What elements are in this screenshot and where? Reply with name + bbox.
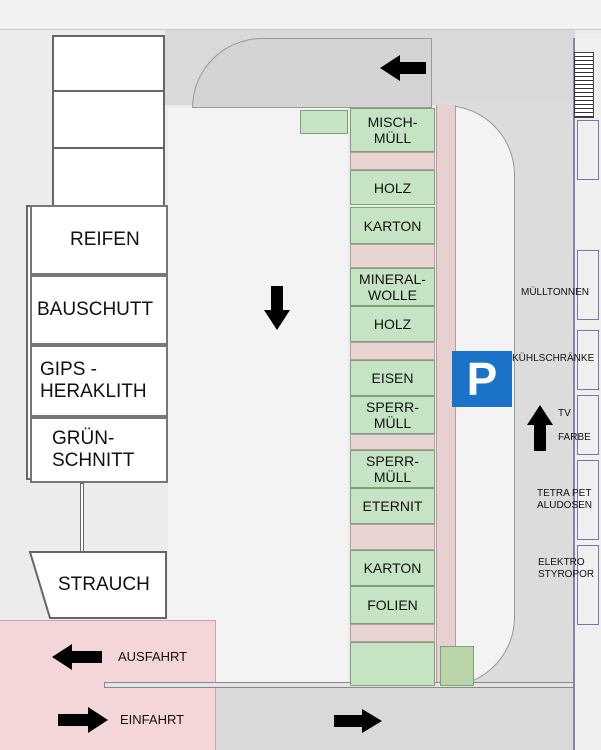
ausfahrt-arrow-icon xyxy=(52,644,102,670)
container-sperrmuell-1: SPERR- MÜLL xyxy=(350,396,435,434)
right-wall-segment-4 xyxy=(577,395,599,455)
top-edge-strip xyxy=(0,0,601,30)
bay-gruenschnitt: GRÜN- SCHNITT xyxy=(30,417,168,483)
container-holz-2-label: HOLZ xyxy=(373,316,412,332)
ausfahrt-label: AUSFAHRT xyxy=(118,649,188,664)
container-bottom xyxy=(350,642,435,686)
container-sperrmuell-2: SPERR- MÜLL xyxy=(350,450,435,488)
label-farbe: FARBE xyxy=(558,432,591,443)
stair-block xyxy=(574,52,594,118)
container-eisen-label: EISEN xyxy=(371,370,414,386)
container-mineralwolle: MINERAL- WOLLE xyxy=(350,268,435,306)
container-eisen: EISEN xyxy=(350,360,435,396)
container-folien-label: FOLIEN xyxy=(367,597,418,613)
label-tetra-pet: TETRA PET ALUDOSEN xyxy=(537,488,593,511)
container-holz-1-label: HOLZ xyxy=(373,179,412,196)
left-building-divider-2 xyxy=(52,147,165,149)
container-gap xyxy=(350,342,435,360)
arrow-left-icon xyxy=(380,55,426,81)
container-holz-1: HOLZ xyxy=(350,170,435,205)
container-karton-2: KARTON xyxy=(350,550,435,586)
einfahrt-arrow-icon xyxy=(58,707,108,733)
container-mischmuell-label: MISCH- MÜLL xyxy=(367,114,418,146)
right-wall-segment-5 xyxy=(577,460,599,540)
label-muelltonnen: MÜLLTONNEN xyxy=(521,287,589,298)
parking-sign: P xyxy=(452,351,512,407)
einfahrt-label: EINFAHRT xyxy=(120,712,185,727)
bay-gruenschnitt-label: GRÜN- SCHNITT xyxy=(52,428,135,471)
arrow-down-icon xyxy=(264,286,290,330)
bay-gips-label: GIPS - HERAKLITH xyxy=(40,359,147,402)
right-wall-segment-2 xyxy=(577,250,599,320)
right-wall-segment-6 xyxy=(577,545,599,625)
container-holz-2: HOLZ xyxy=(350,306,435,342)
container-mischmuell: MISCH- MÜLL xyxy=(350,108,435,152)
container-karton-1: KARTON xyxy=(350,207,435,244)
container-eternit: ETERNIT xyxy=(350,488,435,524)
bay-reifen: REIFEN xyxy=(30,205,168,275)
arrow-up-icon xyxy=(527,405,553,451)
label-tv: TV xyxy=(558,408,571,419)
bay-bauschutt: BAUSCHUTT xyxy=(30,275,168,345)
right-wall-segment-1 xyxy=(577,120,599,180)
container-eternit-label: ETERNIT xyxy=(362,498,423,514)
container-folien: FOLIEN xyxy=(350,586,435,624)
container-karton-2-label: KARTON xyxy=(363,560,422,576)
parking-sign-label: P xyxy=(466,353,498,405)
yard-area xyxy=(168,108,348,688)
exit-zone-wall xyxy=(104,682,574,688)
strauch-post xyxy=(80,483,84,553)
container-gap xyxy=(350,434,435,450)
strauch-bay xyxy=(28,551,167,619)
strauch-label: STRAUCH xyxy=(58,574,150,595)
arrow-right-icon xyxy=(334,709,382,733)
left-building-divider-1 xyxy=(52,90,165,92)
bay-bauschutt-label: BAUSCHUTT xyxy=(37,299,154,320)
container-gap xyxy=(350,244,435,268)
label-elektro: ELEKTRO STYROPOR xyxy=(538,557,595,580)
container-gap xyxy=(350,624,435,642)
container-sperrmuell-1-label: SPERR- MÜLL xyxy=(366,399,419,431)
container-mineralwolle-label: MINERAL- WOLLE xyxy=(359,271,426,303)
bay-reifen-label: REIFEN xyxy=(70,229,140,250)
left-building-top xyxy=(52,35,165,207)
container-small-right xyxy=(440,646,474,686)
container-small-left xyxy=(300,110,348,134)
container-karton-1-label: KARTON xyxy=(363,217,422,234)
container-gap xyxy=(350,152,435,170)
bottom-road xyxy=(216,688,576,750)
container-sperrmuell-2-label: SPERR- MÜLL xyxy=(366,453,419,485)
right-wall-segment-3 xyxy=(577,330,599,390)
label-kuehlschraenke: KÜHLSCHRÄNKE xyxy=(512,353,595,364)
container-gap xyxy=(350,524,435,550)
bay-gips-heraklith: GIPS - HERAKLITH xyxy=(30,345,168,417)
